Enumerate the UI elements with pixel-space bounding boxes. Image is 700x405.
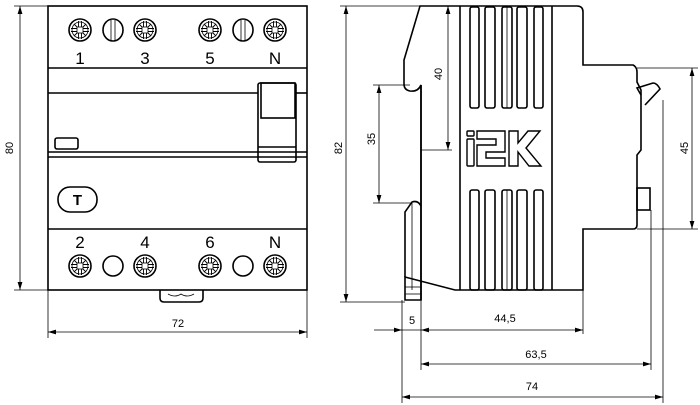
dimension-74: 74 <box>402 381 663 400</box>
dimension-63-5: 63,5 <box>421 349 651 367</box>
terminal-label: 6 <box>205 233 214 252</box>
side-body <box>403 5 642 301</box>
svg-text:80: 80 <box>4 142 16 154</box>
screw-terminal-icon <box>133 18 157 42</box>
screw-terminal-icon <box>263 18 287 42</box>
top-screws <box>68 18 287 42</box>
terminal-label: N <box>269 233 281 252</box>
svg-text:5: 5 <box>409 315 415 327</box>
indicator-window <box>54 137 79 150</box>
svg-text:35: 35 <box>366 133 378 145</box>
hole-icon <box>102 255 124 277</box>
svg-text:82: 82 <box>333 142 345 154</box>
dimension-40: 40 <box>421 6 452 151</box>
cooling-ribs <box>469 6 544 291</box>
svg-text:T: T <box>73 192 82 209</box>
screw-terminal-icon <box>68 254 92 278</box>
terminal-label: 5 <box>205 49 214 68</box>
terminal-label: 1 <box>75 49 84 68</box>
side-lever <box>635 82 661 106</box>
svg-text:74: 74 <box>526 381 538 393</box>
bottom-screws <box>68 254 287 278</box>
slot-screw-icon <box>232 18 254 42</box>
svg-text:72: 72 <box>172 318 184 330</box>
terminal-label: 3 <box>140 49 149 68</box>
svg-text:40: 40 <box>433 68 445 80</box>
toggle-lever <box>257 82 297 163</box>
front-view: T 1 3 5 N 2 4 6 N 80 72 <box>4 5 308 338</box>
screw-terminal-icon <box>198 254 222 278</box>
dimension-5: 5 <box>374 315 421 333</box>
screw-terminal-icon <box>263 254 287 278</box>
side-view: 82 35 40 45 5 44,5 63,5 74 <box>333 5 698 403</box>
dimension-35: 35 <box>366 84 412 204</box>
dimension-72: 72 <box>47 290 308 338</box>
screw-terminal-icon <box>68 18 92 42</box>
screw-terminal-icon <box>133 254 157 278</box>
svg-text:44,5: 44,5 <box>494 313 515 325</box>
side-tab <box>636 187 651 211</box>
test-button: T <box>57 186 98 213</box>
iek-logo <box>466 130 543 167</box>
terminal-label: 2 <box>75 233 84 252</box>
dimension-44-5: 44,5 <box>421 313 583 333</box>
din-clip <box>159 290 204 303</box>
dimension-82: 82 <box>333 5 420 303</box>
screw-terminal-icon <box>198 18 222 42</box>
dimension-45: 45 <box>637 67 698 230</box>
slot-screw-icon <box>102 18 124 42</box>
hole-icon <box>232 255 254 277</box>
svg-text:45: 45 <box>679 142 691 154</box>
svg-text:63,5: 63,5 <box>525 349 546 361</box>
dimension-80: 80 <box>4 5 48 291</box>
terminal-label: 4 <box>140 233 149 252</box>
front-body <box>47 5 308 291</box>
terminal-label: N <box>269 49 281 68</box>
